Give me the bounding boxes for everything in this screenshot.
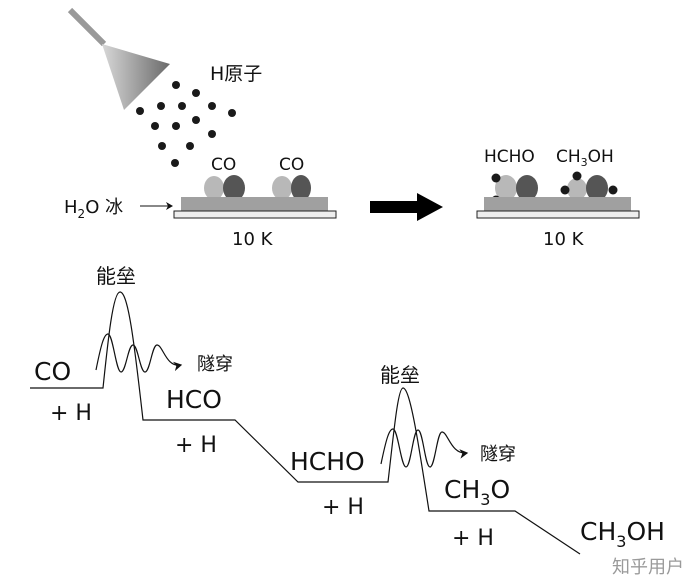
hcho-level-label: HCHO (290, 447, 365, 476)
h-atoms-label: H原子 (210, 63, 262, 85)
temp-left: 10 K (232, 229, 274, 250)
ch3oh-level-label: CH3OH (580, 517, 665, 551)
co-label-1: CO (211, 155, 236, 175)
barrier-label-2: 能垒 (380, 363, 420, 387)
co-molecules (204, 175, 311, 201)
co-label-2: CO (279, 155, 304, 175)
temp-right: 10 K (543, 229, 585, 250)
h-atom-source-icon (67, 7, 170, 110)
plus-h-label-1: + H (50, 401, 92, 426)
plus-h-label-4: + H (452, 526, 494, 551)
reaction-arrow-icon (370, 193, 443, 221)
ice-substrate-left (173, 197, 337, 219)
h2o-ice-label: H2O 冰 (64, 197, 123, 221)
plus-h-label-2: + H (175, 433, 217, 458)
ch3o-level-label: CH3O (444, 475, 510, 509)
ch3oh-label: CH3OH (556, 147, 614, 169)
barrier-label-1: 能垒 (96, 264, 136, 288)
tunneling-wave-1 (95, 333, 183, 373)
watermark: 知乎用户 (612, 557, 684, 576)
ice-substrate-right (476, 197, 640, 219)
tunneling-wave-2 (380, 428, 469, 468)
co-level-label: CO (34, 357, 71, 386)
hco-level-label: HCO (166, 385, 222, 414)
plus-h-label-3: + H (322, 495, 364, 520)
tunneling-label-2: 隧穿 (480, 444, 516, 465)
h-atoms (136, 81, 236, 167)
energy-profile-line (30, 291, 581, 555)
tunneling-label-1: 隧穿 (197, 354, 233, 375)
product-molecules (491, 171, 618, 207)
hcho-label: HCHO (484, 147, 535, 167)
